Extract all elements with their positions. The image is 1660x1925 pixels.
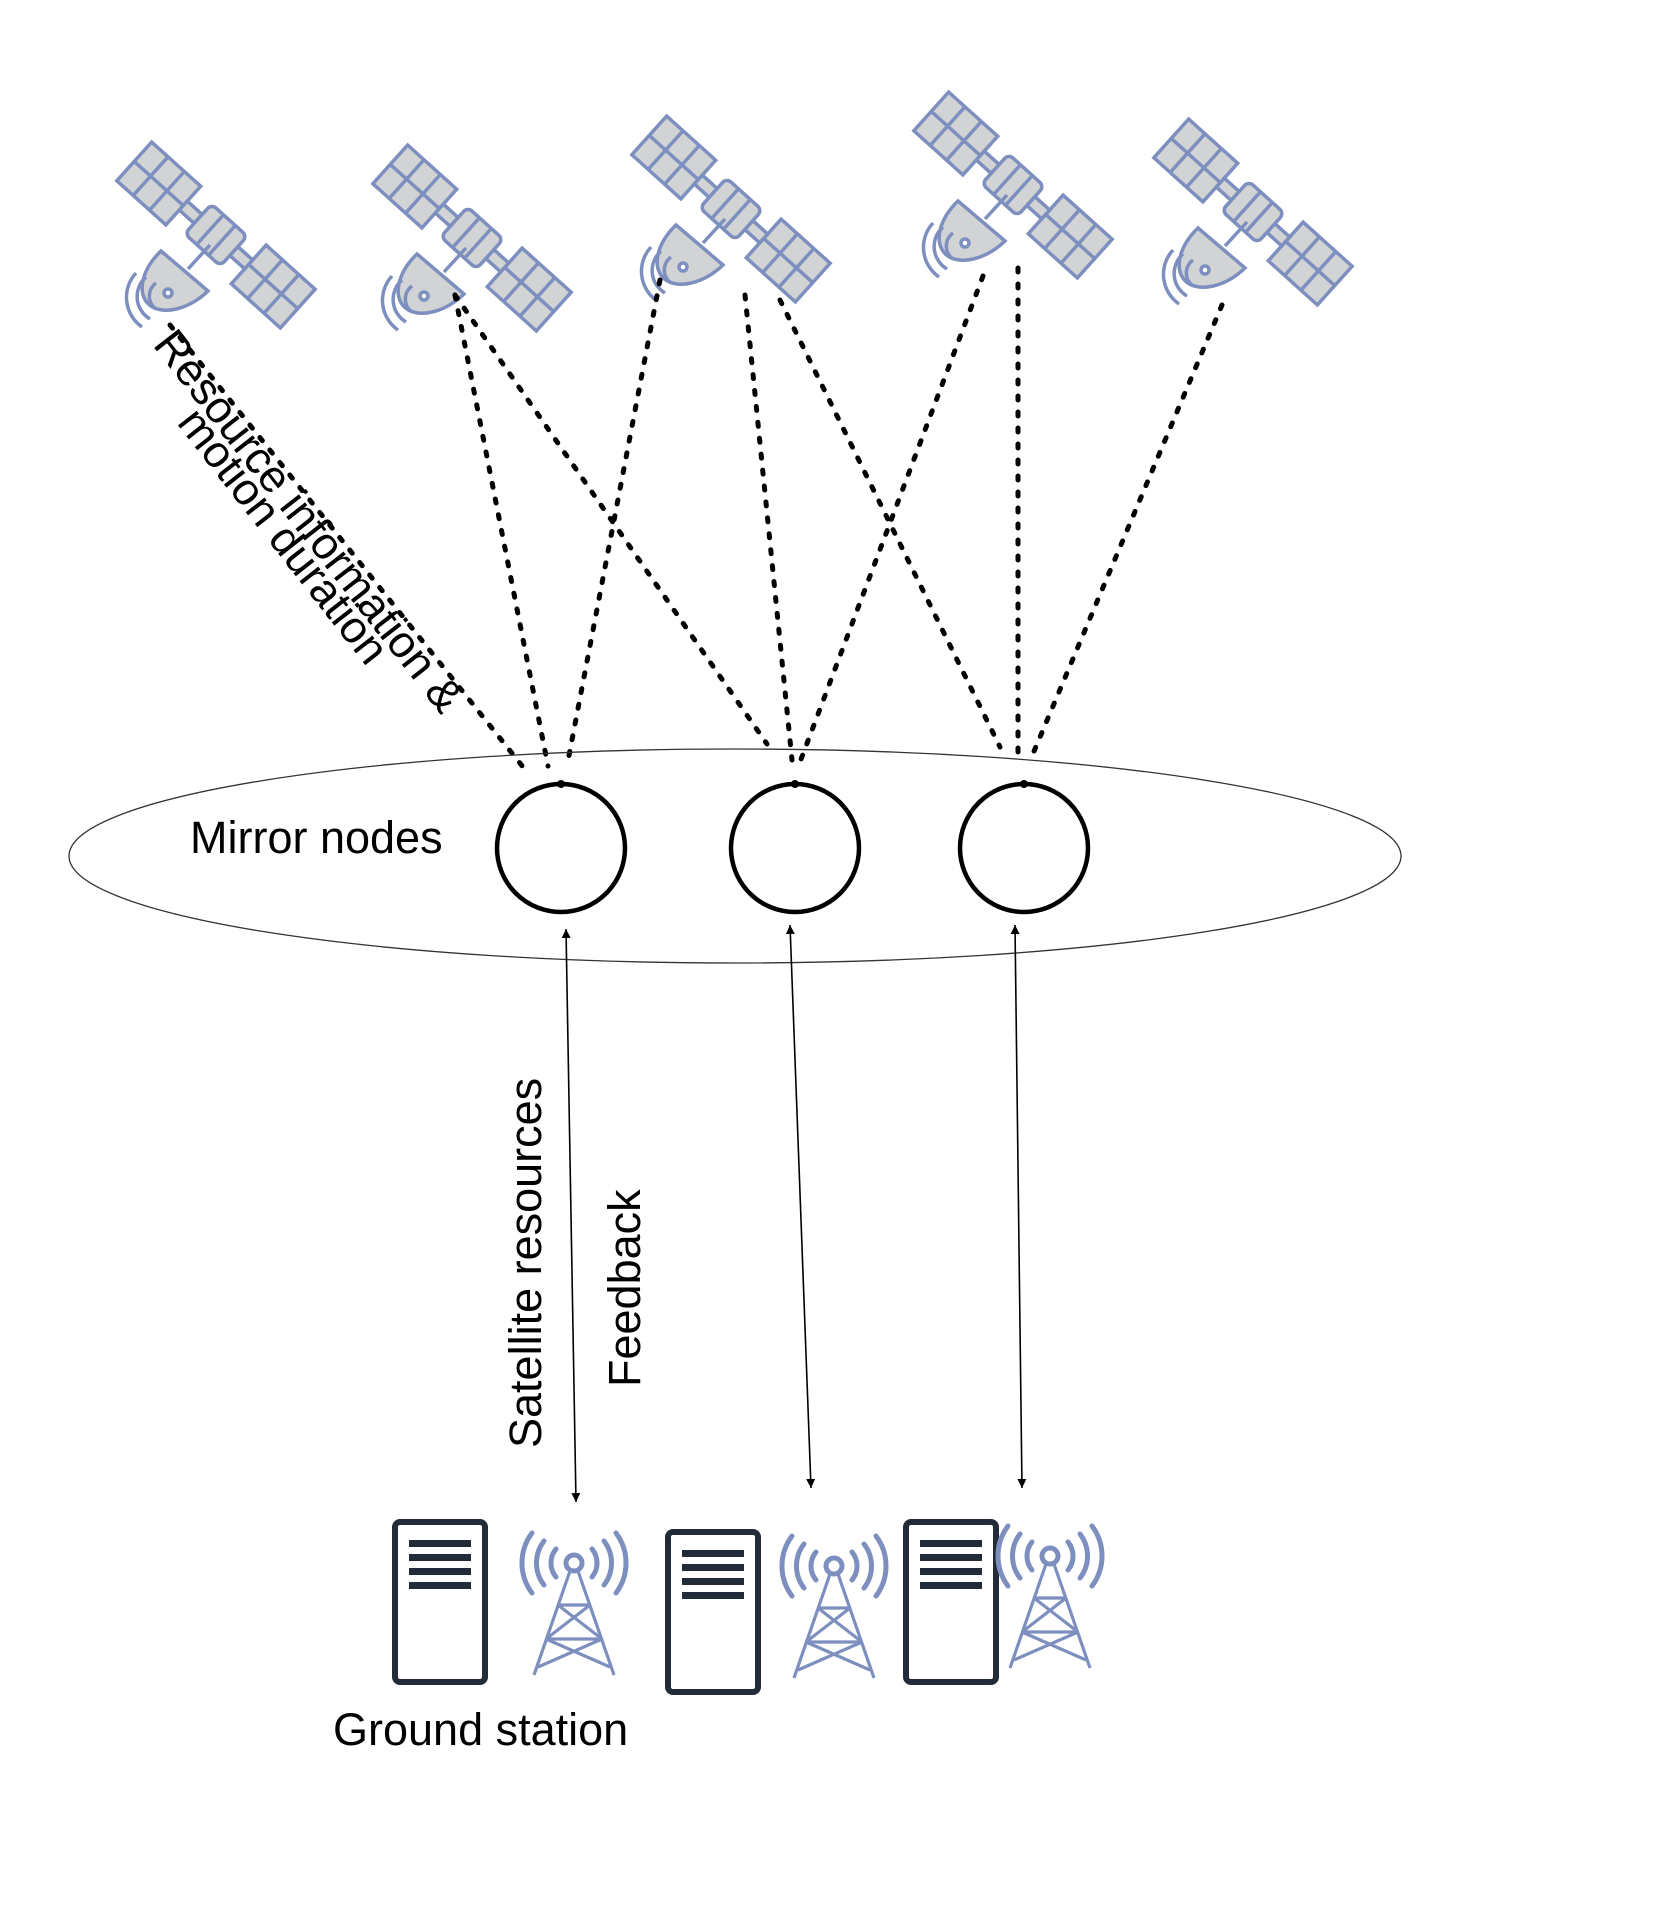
satellite-resources-label: Satellite resources (500, 1078, 551, 1448)
satellite-link (797, 273, 986, 765)
ground-station-label: Ground station (333, 1704, 628, 1755)
antenna-tower-icon (522, 1533, 626, 1675)
bidirectional-arrow (561, 928, 581, 1503)
node-port (1020, 780, 1028, 788)
motion-duration-label: motion duration (168, 398, 399, 674)
ground-stations (395, 1522, 1102, 1692)
ground-links (561, 924, 1027, 1503)
mirror-node (728, 781, 862, 915)
antenna-tower-icon (782, 1536, 886, 1678)
satellite-links (167, 265, 1225, 775)
satellite-link (452, 292, 551, 769)
bidirectional-arrow (1010, 924, 1027, 1489)
satellite-constellation (115, 90, 1354, 333)
resource-info-label: Resource information & (144, 320, 474, 722)
server-icon (395, 1522, 485, 1682)
satellite-icon (1152, 117, 1354, 307)
feedback-label: Feedback (599, 1189, 650, 1387)
antenna-tower-icon (998, 1526, 1102, 1668)
satellite-link (167, 322, 530, 775)
satellite-icon (371, 143, 573, 333)
satellite-icon (912, 90, 1114, 280)
satellite-link (742, 292, 795, 763)
mirror-nodes-label: Mirror nodes (190, 812, 443, 863)
bidirectional-arrow (785, 924, 816, 1489)
mirror-node (957, 781, 1091, 915)
satellite-icon (115, 140, 317, 330)
satellite-link (777, 297, 1003, 750)
server-icon (668, 1532, 758, 1692)
server-icon (906, 1522, 996, 1682)
satellite-link (1029, 302, 1225, 759)
satellite-link (452, 292, 770, 747)
node-port (557, 780, 565, 788)
satellite-link (564, 277, 663, 769)
node-port (791, 780, 799, 788)
mirror-nodes-region (68, 748, 1402, 964)
satellite-icon (630, 114, 832, 304)
mirror-node (494, 781, 628, 915)
